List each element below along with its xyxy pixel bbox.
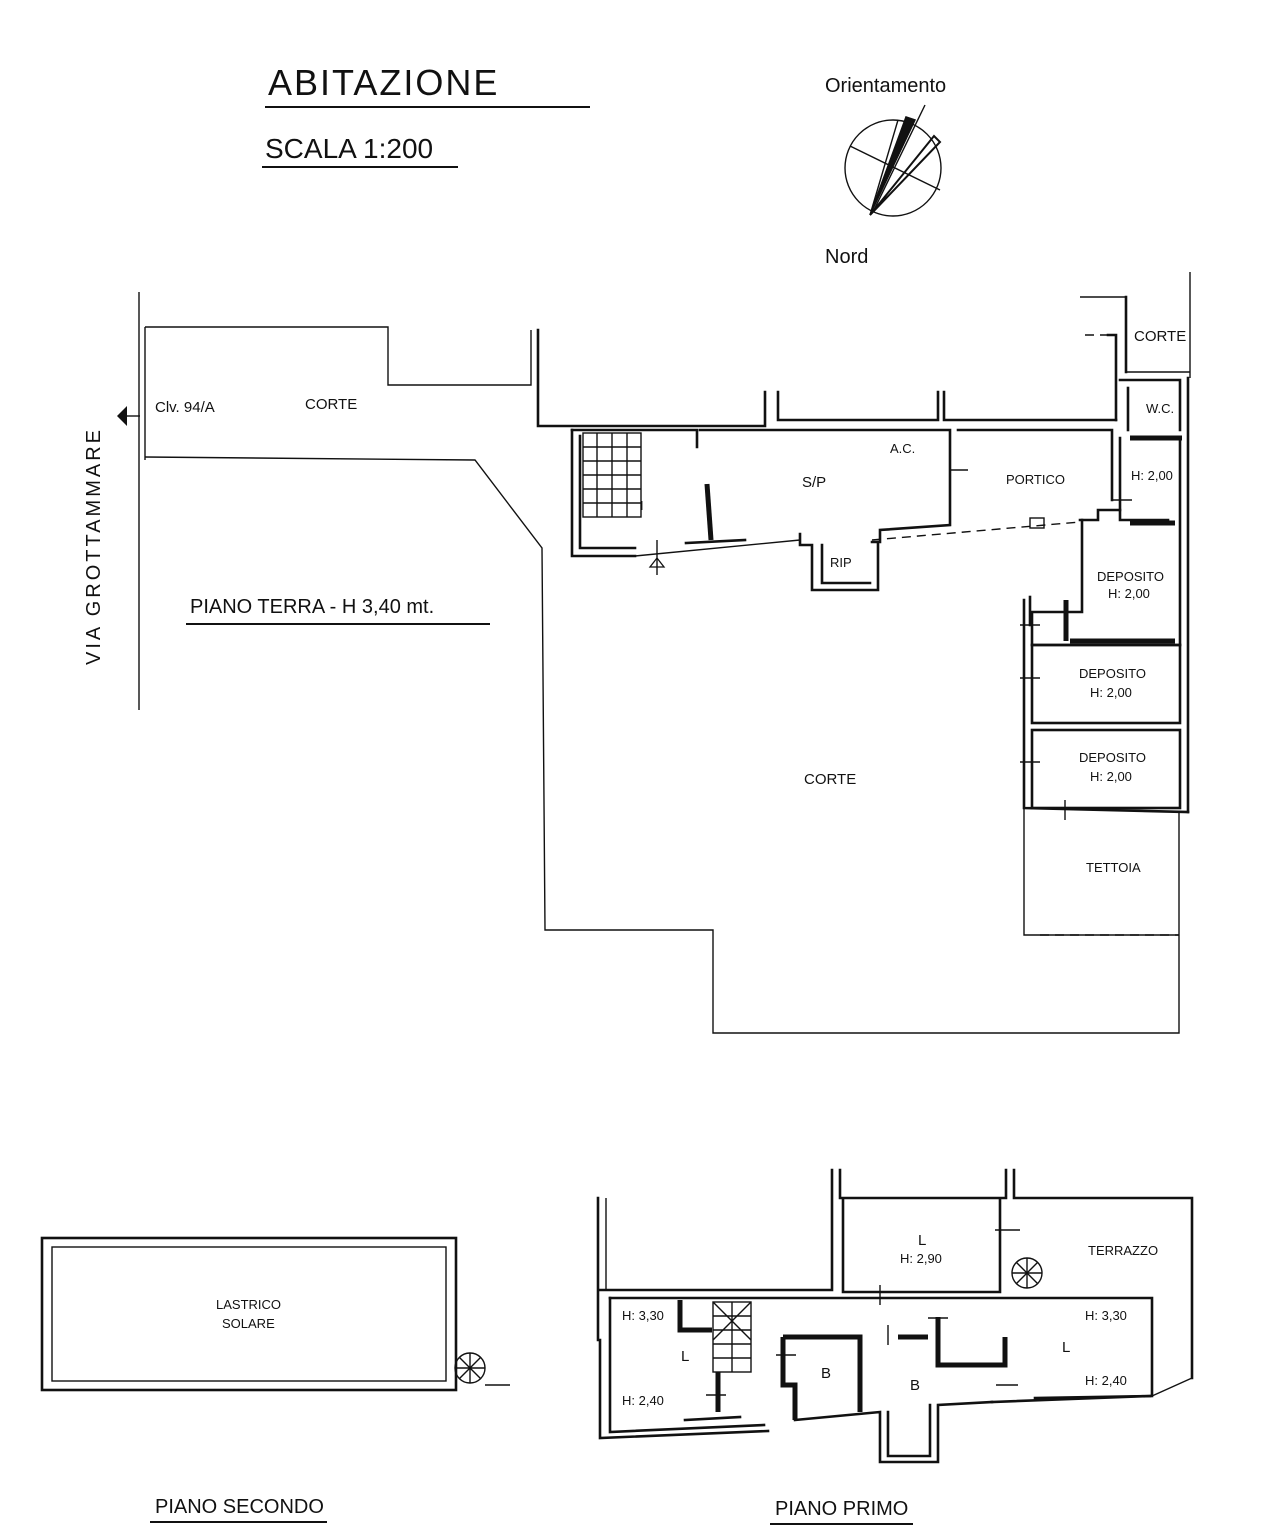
spiral-stair-icon [454, 1352, 486, 1384]
plan-scale: SCALA 1:200 [265, 133, 433, 164]
north-compass-icon: Orientamento Nord [825, 75, 946, 268]
room-deposito-1-height: H: 2,00 [1108, 586, 1150, 601]
room-deposito-1: DEPOSITO [1097, 569, 1164, 584]
lastrico-inner-wall [51, 1246, 447, 1382]
first-floor-title: PIANO PRIMO [775, 1498, 908, 1520]
room-deposito-2-height: H: 2,00 [1090, 685, 1132, 700]
room-terrazzo: TERRAZZO [1088, 1243, 1158, 1258]
ground-floor-plan: CORTE CORTE I A.C. S/P RIP PORTICO W.C. … [144, 272, 1191, 1034]
height-left-bottom: H: 2,40 [622, 1393, 664, 1408]
height-right-top: H: 3,30 [1085, 1308, 1127, 1323]
deposito-2-walls [1030, 643, 1182, 725]
header-block: ABITAZIONE SCALA 1:200 [262, 62, 590, 168]
room-l-left: L [681, 1348, 689, 1365]
room-l-top: L [918, 1232, 926, 1249]
civic-number: Clv. 94/A [155, 399, 215, 416]
portico-pillar [1029, 517, 1045, 529]
room-b-left: B [821, 1365, 831, 1382]
lastrico-outer-wall [40, 1236, 458, 1392]
room-ac: A.C. [890, 441, 915, 456]
height-right-bottom: H: 2,40 [1085, 1373, 1127, 1388]
room-corte-front: CORTE [305, 396, 357, 413]
front-court-top-outline [145, 326, 532, 386]
plan-title: ABITAZIONE [268, 62, 499, 103]
stair-mark: I [640, 498, 644, 513]
street-name: VIA GROTTAMMARE [83, 427, 105, 665]
room-deposito-3: DEPOSITO [1079, 750, 1146, 765]
main-court-outline [144, 456, 1180, 1034]
room-sp: S/P [802, 474, 826, 491]
room-rip: RIP [830, 555, 852, 570]
deposito-3-walls [1030, 728, 1182, 810]
room-portico: PORTICO [1006, 472, 1065, 487]
room-corte-corner: CORTE [1134, 328, 1186, 345]
lastrico-label-1: LASTRICO [216, 1297, 281, 1312]
entrance-marker-icon [117, 406, 127, 426]
stair-icon-first-floor [712, 1301, 752, 1412]
room-tettoia: TETTOIA [1086, 860, 1141, 875]
room-l-right: L [1062, 1339, 1070, 1356]
room-b-center: B [910, 1377, 920, 1394]
room-corte-main: CORTE [804, 771, 856, 788]
room-wc-height: H: 2,00 [1131, 468, 1173, 483]
stair-icon [582, 432, 642, 518]
room-l-top-height: H: 2,90 [900, 1251, 942, 1266]
second-floor-plan: LASTRICO SOLARE PIANO SECONDO [40, 1236, 510, 1523]
dwelling-wall-top-left [570, 428, 699, 449]
compass-caption-top: Orientamento [825, 75, 946, 97]
room-deposito-3-height: H: 2,00 [1090, 769, 1132, 784]
room-deposito-2: DEPOSITO [1079, 666, 1146, 681]
spiral-stair-icon-first-floor [1011, 1257, 1043, 1289]
height-left-top: H: 3,30 [622, 1308, 664, 1323]
first-floor-plan: L H: 2,90 TERRAZZO H: 3,30 L H: 2,40 B B… [596, 1168, 1194, 1525]
ground-floor-title: PIANO TERRA - H 3,40 mt. [190, 596, 434, 618]
room-wc: W.C. [1146, 401, 1174, 416]
second-floor-title: PIANO SECONDO [155, 1496, 324, 1518]
street-label: VIA GROTTAMMARE Clv. 94/A [83, 292, 215, 710]
compass-caption-bottom: Nord [825, 246, 868, 268]
lastrico-label-2: SOLARE [222, 1316, 275, 1331]
